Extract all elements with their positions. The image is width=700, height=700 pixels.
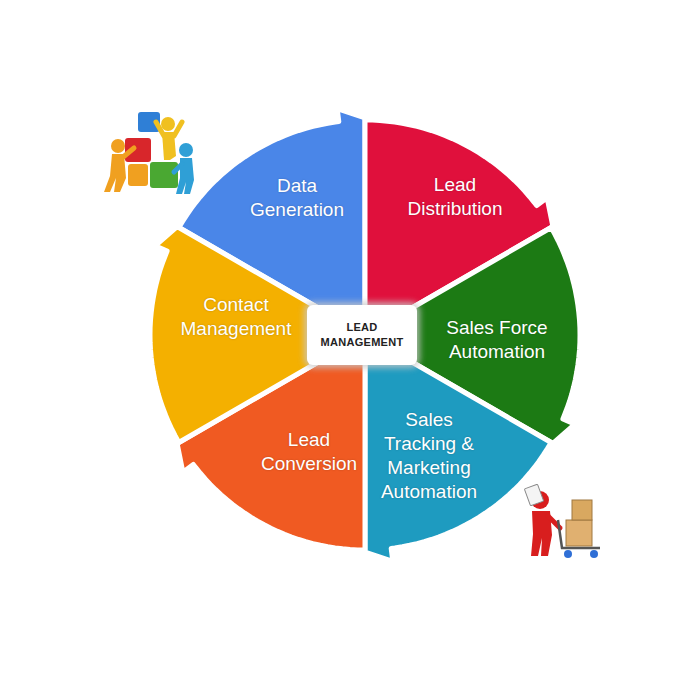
- segment-label: Lead Conversion: [244, 428, 374, 476]
- delivery-figure: [524, 484, 600, 558]
- segment-label: Data Generation: [232, 174, 362, 222]
- segment-label: Contact Management: [171, 293, 301, 341]
- segment-label: Sales Force Automation: [427, 316, 567, 364]
- segment-label: Sales Tracking & Marketing Automation: [368, 408, 490, 504]
- segment-fill: [365, 335, 551, 561]
- team-blocks-figure: [104, 112, 194, 194]
- center-box: LEAD MANAGEMENT: [307, 305, 417, 365]
- segment-sales-tracking: Sales Tracking & Marketing Automation: [362, 332, 555, 565]
- center-title: LEAD MANAGEMENT: [316, 320, 408, 350]
- segment-label: Lead Distribution: [390, 173, 520, 221]
